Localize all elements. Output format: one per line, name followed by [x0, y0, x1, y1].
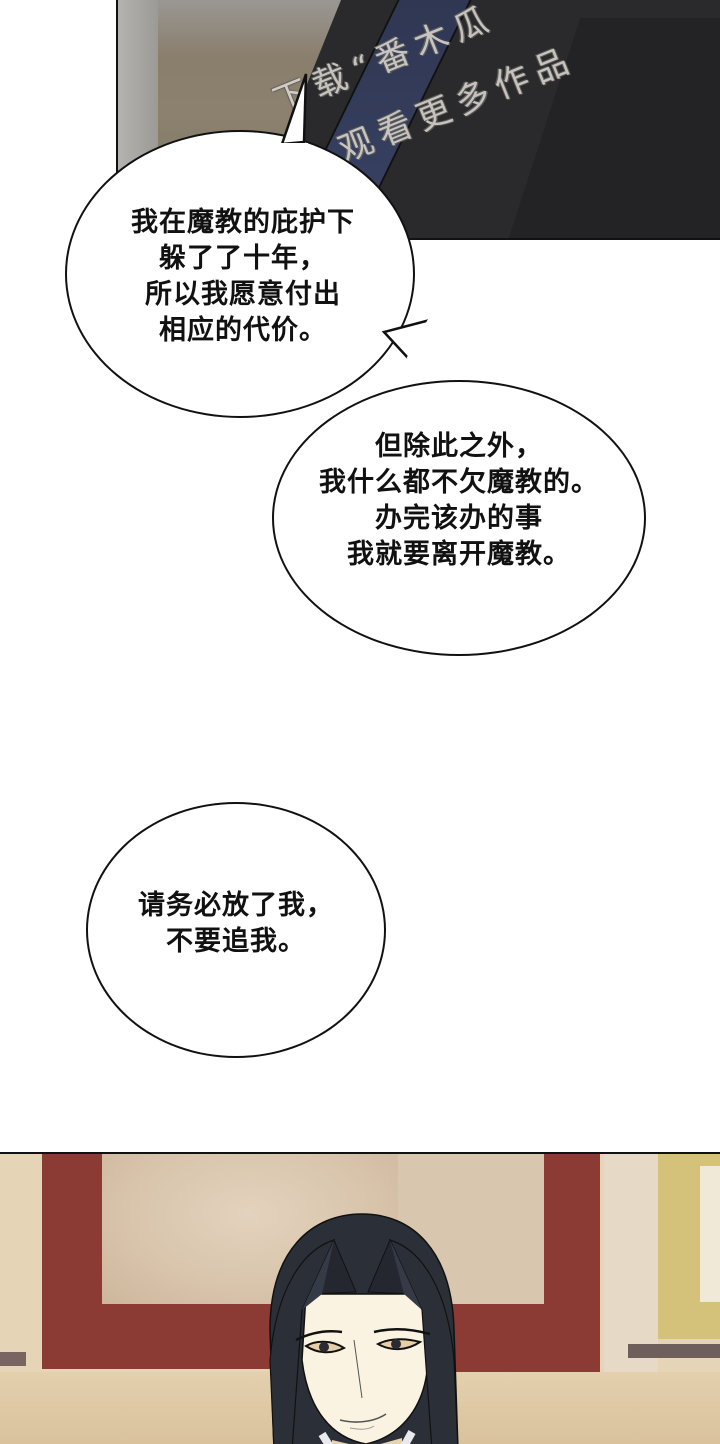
speech-bubble-2-text: 但除此之外， 我什么都不欠魔教的。 办完该办的事 我就要离开魔教。	[319, 431, 599, 570]
speech-bubble-3: 请务必放了我， 不要追我。	[86, 802, 386, 1058]
wall-ledge-left	[0, 1352, 26, 1366]
speech-bubble-3-text: 请务必放了我， 不要追我。	[138, 890, 334, 957]
speech-bubble-1-text: 我在魔教的庇护下 躲了了十年， 所以我愿意付出 相应的代价。	[131, 207, 355, 346]
speech-bubble-1-tail	[280, 73, 308, 149]
speech-bubble-1: 我在魔教的庇护下 躲了了十年， 所以我愿意付出 相应的代价。	[65, 130, 415, 418]
speech-bubble-2: 但除此之外， 我什么都不欠魔教的。 办完该办的事 我就要离开魔教。	[272, 380, 646, 656]
scroll-paper	[700, 1166, 720, 1302]
bottom-comic-panel	[0, 1152, 720, 1444]
long-haired-character-illustration	[269, 1213, 459, 1444]
speech-bubble-2-tail	[381, 318, 436, 360]
wall-ledge-right	[628, 1344, 720, 1358]
